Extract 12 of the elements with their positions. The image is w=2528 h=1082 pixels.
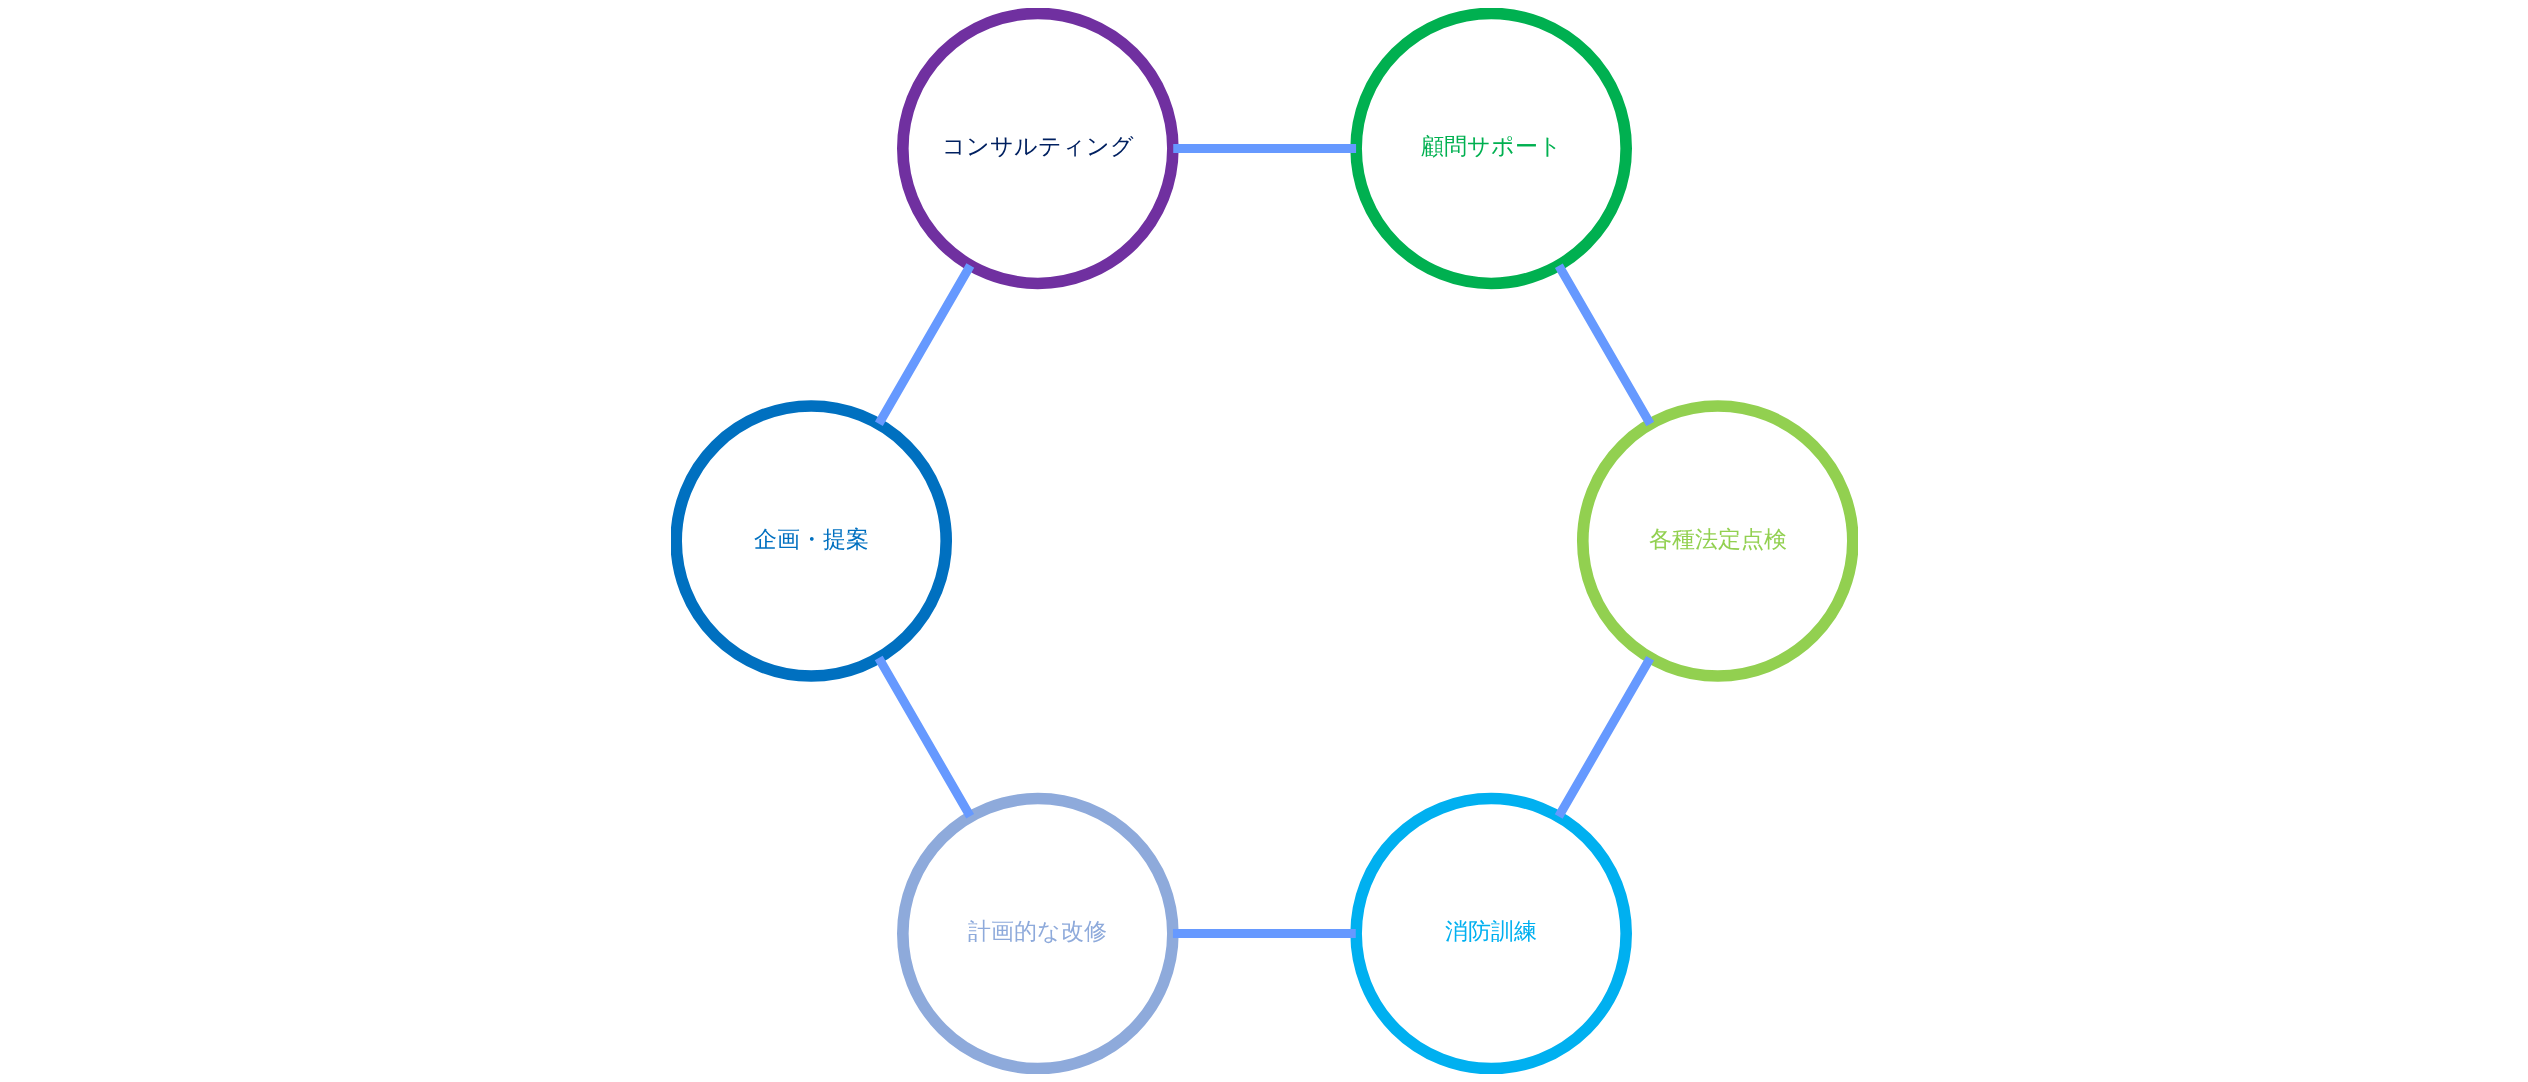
node-circle: 消防訓練 xyxy=(1349,792,1632,1074)
node-circle: コンサルティング xyxy=(896,8,1179,290)
connector xyxy=(1172,143,1356,153)
connector xyxy=(1172,929,1356,939)
node-circle: 顧問サポート xyxy=(1349,8,1632,290)
connector xyxy=(874,655,974,819)
node-circle: 計画的な改修 xyxy=(896,792,1179,1074)
node-circle: 企画・提案 xyxy=(670,400,952,682)
connector xyxy=(1554,263,1654,427)
node-circle: 各種法定点検 xyxy=(1576,400,1858,682)
connector xyxy=(1554,656,1654,819)
connector xyxy=(874,263,974,426)
